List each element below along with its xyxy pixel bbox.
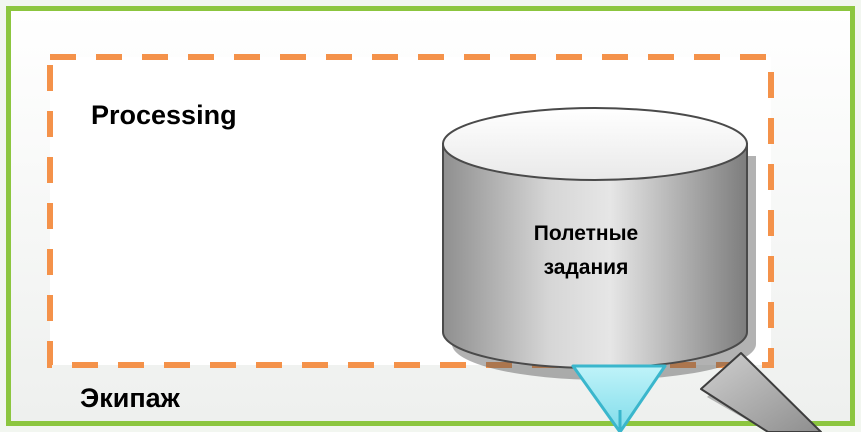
- database-cylinder: [442, 107, 756, 380]
- connector-funnel: [571, 364, 667, 432]
- database-label-line2: задания: [543, 256, 629, 279]
- arm-bar: [700, 352, 822, 432]
- crew-area-label: Экипаж: [80, 383, 180, 413]
- processing-area-label: Processing: [91, 100, 237, 130]
- database-label: Полетные задания: [486, 217, 686, 285]
- database-label-line1: Полетные: [533, 222, 639, 245]
- database-top: [442, 107, 748, 181]
- arm-shape: [700, 352, 822, 432]
